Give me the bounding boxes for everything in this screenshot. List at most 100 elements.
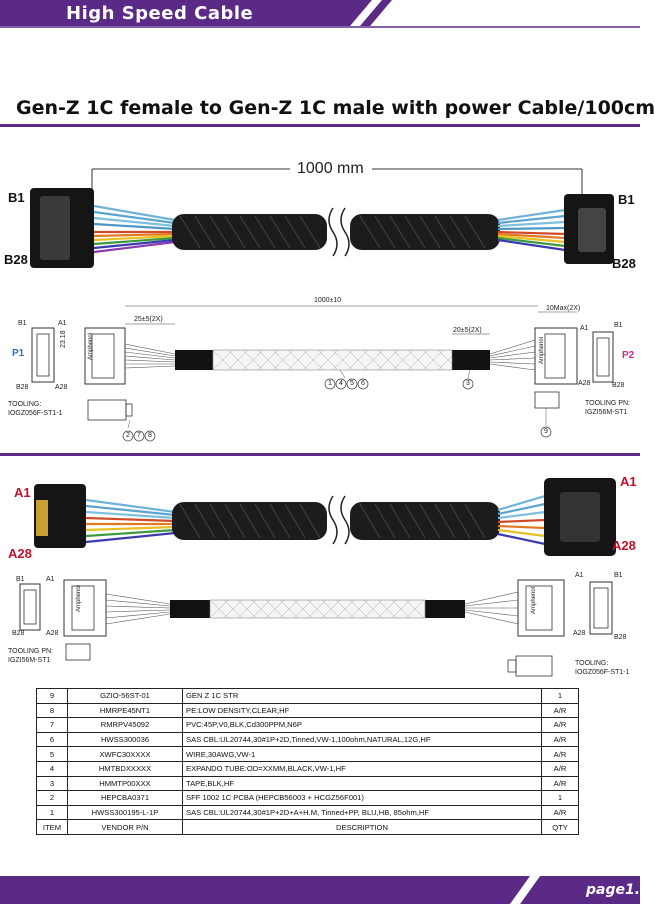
cable-photo-bottom bbox=[34, 478, 616, 556]
header-banner-shape bbox=[0, 0, 640, 28]
bom-qty: A/R bbox=[541, 804, 579, 821]
bom-vendor-pn: HEPCBA0371 bbox=[67, 790, 183, 806]
port-label-p2: P2 bbox=[622, 350, 635, 361]
bom-qty: 1 bbox=[541, 688, 579, 704]
bom-item: 3 bbox=[36, 775, 68, 792]
bom-description: PE:LOW DENSITY,CLEAR,HF bbox=[182, 702, 542, 719]
dim-max: 10Max(2X) bbox=[546, 305, 581, 312]
bom-header-qty: QTY bbox=[541, 819, 579, 835]
dim-left: 25±5(2X) bbox=[134, 316, 163, 323]
callout-7: 7 bbox=[137, 432, 141, 439]
bom-description: SFF 1002 1C PCBA (HEPCB56003 + HCGZ56F00… bbox=[182, 790, 542, 806]
bom-vendor-pn: HWSS300036 bbox=[67, 731, 183, 748]
bom-item: 7 bbox=[36, 717, 68, 733]
bom-item: 4 bbox=[36, 760, 68, 777]
pin-label-b1-right: B1 bbox=[618, 192, 635, 207]
bom-header-vendor: VENDOR P/N bbox=[67, 819, 183, 835]
technical-drawing-bottom bbox=[19, 579, 613, 677]
bom-qty: A/R bbox=[541, 717, 579, 733]
section-divider bbox=[0, 453, 640, 456]
bom-description: GEN Z 1C STR bbox=[182, 688, 542, 704]
pin-label-b28-right: B28 bbox=[612, 256, 636, 271]
dim-overall: 1000±10 bbox=[314, 297, 342, 304]
pin-a1-left: A1 bbox=[58, 320, 67, 327]
callout-5: 5 bbox=[350, 380, 354, 387]
pin-a28-right: A28 bbox=[578, 380, 591, 387]
bom-description: PVC:45P,V0,BLK,Cd300PPM,N6P bbox=[182, 717, 542, 733]
bom-qty: A/R bbox=[541, 760, 579, 777]
tooling-left-line2: IOGZ056F-ST1-1 bbox=[8, 410, 63, 417]
page-title: Gen-Z 1C female to Gen-Z 1C male with po… bbox=[16, 97, 655, 119]
bom-item: 1 bbox=[36, 804, 68, 821]
brand-label-right-2: Amphenol bbox=[531, 586, 537, 614]
bom-vendor-pn: HMMTP00XXX bbox=[67, 775, 183, 792]
pin-label-b1-left: B1 bbox=[8, 190, 25, 205]
technical-drawing-top bbox=[31, 305, 614, 442]
tooling-left-2-line2: IGZI56M-ST1 bbox=[8, 657, 51, 664]
cable-photo-top bbox=[30, 168, 614, 268]
footer-band bbox=[0, 876, 640, 904]
bom-description: WIRE,30AWG,VW-1 bbox=[182, 746, 542, 762]
pin-a1-right: A1 bbox=[580, 325, 589, 332]
bom-vendor-pn: XWFC30XXXX bbox=[67, 746, 183, 762]
port-label-p1: P1 bbox=[12, 348, 25, 359]
pin-a1-right-2: A1 bbox=[575, 572, 584, 579]
bom-item: 8 bbox=[36, 702, 68, 719]
callout-9: 9 bbox=[544, 428, 548, 435]
pin-label-a28-left: A28 bbox=[8, 546, 32, 561]
bom-item: 2 bbox=[36, 790, 68, 806]
dim-right: 20±5(2X) bbox=[453, 327, 482, 334]
bom-qty: A/R bbox=[541, 702, 579, 719]
bom-description: EXPANDO TUBE:OD=XXMM,BLACK,VW-1,HF bbox=[182, 760, 542, 777]
bom-qty: A/R bbox=[541, 731, 579, 748]
page-number: page1. bbox=[586, 882, 641, 898]
bom-qty: A/R bbox=[541, 775, 579, 792]
bom-qty: A/R bbox=[541, 746, 579, 762]
callout-1: 1 bbox=[328, 380, 332, 387]
pin-b28-left: B28 bbox=[16, 384, 29, 391]
tooling-right-2-line1: TOOLING: bbox=[575, 660, 609, 667]
length-label: 1000 mm bbox=[294, 160, 367, 178]
bom-header-item: ITEM bbox=[36, 819, 68, 835]
callout-4: 4 bbox=[339, 380, 343, 387]
pin-a28-left-2: A28 bbox=[46, 630, 59, 637]
brand-label-left: Amphenol bbox=[88, 332, 94, 360]
bom-item: 9 bbox=[36, 688, 68, 704]
pin-label-a1-right: A1 bbox=[620, 474, 637, 489]
bom-item: 5 bbox=[36, 746, 68, 762]
pin-label-a28-right: A28 bbox=[612, 538, 636, 553]
bom-description: SAS CBL:UL20744,30#1P+2D+A+H.M, Tinned+P… bbox=[182, 804, 542, 821]
bom-qty: 1 bbox=[541, 790, 579, 806]
pin-b1-left-2: B1 bbox=[16, 576, 25, 583]
bom-vendor-pn: GZIO-56ST-01 bbox=[67, 688, 183, 704]
pin-label-b28-left: B28 bbox=[4, 252, 28, 267]
bom-header-description: DESCRIPTION bbox=[182, 819, 542, 835]
bom-vendor-pn: HMTBDXXXXX bbox=[67, 760, 183, 777]
tooling-right-line1: TOOLING PN: bbox=[585, 400, 630, 407]
pin-b28-right: B28 bbox=[612, 382, 625, 389]
pin-label-a1-left: A1 bbox=[14, 485, 31, 500]
pin-a1-left-2: A1 bbox=[46, 576, 55, 583]
pin-a28-right-2: A28 bbox=[573, 630, 586, 637]
bom-item: 6 bbox=[36, 731, 68, 748]
title-underline bbox=[0, 124, 640, 127]
callout-6: 6 bbox=[361, 380, 365, 387]
tooling-right-line2: IGZI56M-ST1 bbox=[585, 409, 628, 416]
dim-height: 23.18 bbox=[60, 330, 67, 348]
callout-2: 2 bbox=[126, 432, 130, 439]
pin-a28-left: A28 bbox=[55, 384, 68, 391]
pin-b1-left: B1 bbox=[18, 320, 27, 327]
bom-description: SAS CBL:UL20744,30#1P+2D,Tinned,VW-1,100… bbox=[182, 731, 542, 748]
callout-3: 3 bbox=[466, 380, 470, 387]
pin-b28-left-2: B28 bbox=[12, 630, 25, 637]
bom-vendor-pn: HMRPE45NT1 bbox=[67, 702, 183, 719]
